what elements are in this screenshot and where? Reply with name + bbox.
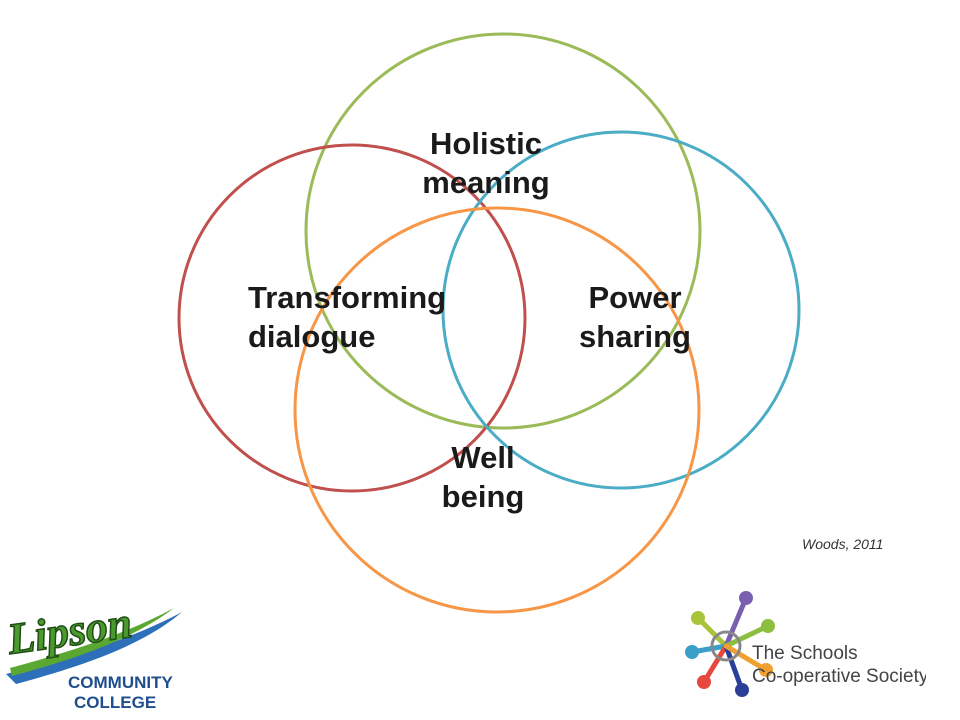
well-being-label: Well being xyxy=(383,438,583,516)
holistic-meaning-line-2: meaning xyxy=(422,165,550,200)
coop-name-line-1: The Schools xyxy=(752,643,858,664)
power-sharing-label: Power sharing xyxy=(560,278,710,356)
logo-swoosh-blue xyxy=(6,612,182,684)
citation: Woods, 2011 xyxy=(802,536,884,552)
transforming-dialogue-line-1: Transforming xyxy=(248,280,447,315)
coop-name-line-2: Co-operative Society xyxy=(752,666,926,687)
transforming-dialogue-label: Transforming dialogue xyxy=(248,278,446,356)
community-wordmark: COMMUNITY xyxy=(68,673,173,692)
holistic-meaning-circle xyxy=(304,32,702,430)
power-sharing-circle xyxy=(441,130,801,490)
well-being-line-1: Well xyxy=(451,440,515,475)
transforming-dialogue-circle xyxy=(177,143,527,493)
lipson-wordmark: Lipson xyxy=(4,604,135,664)
lipson-college-logo: Lipson COMMUNITY COLLEGE xyxy=(3,604,182,712)
well-being-circle xyxy=(293,206,701,614)
coop-star-emblem xyxy=(685,591,775,697)
holistic-meaning-label: Holistic meaning xyxy=(386,124,586,202)
holistic-meaning-line-1: Holistic xyxy=(430,126,542,161)
schools-cooperative-society-logo: The Schools Co-operative Society xyxy=(685,591,926,697)
transforming-dialogue-line-2: dialogue xyxy=(248,319,376,354)
power-sharing-line-2: sharing xyxy=(579,319,691,354)
well-being-line-2: being xyxy=(441,479,525,514)
logo-swoosh-green xyxy=(10,608,174,676)
college-wordmark: COLLEGE xyxy=(74,693,156,712)
power-sharing-line-1: Power xyxy=(588,280,682,315)
